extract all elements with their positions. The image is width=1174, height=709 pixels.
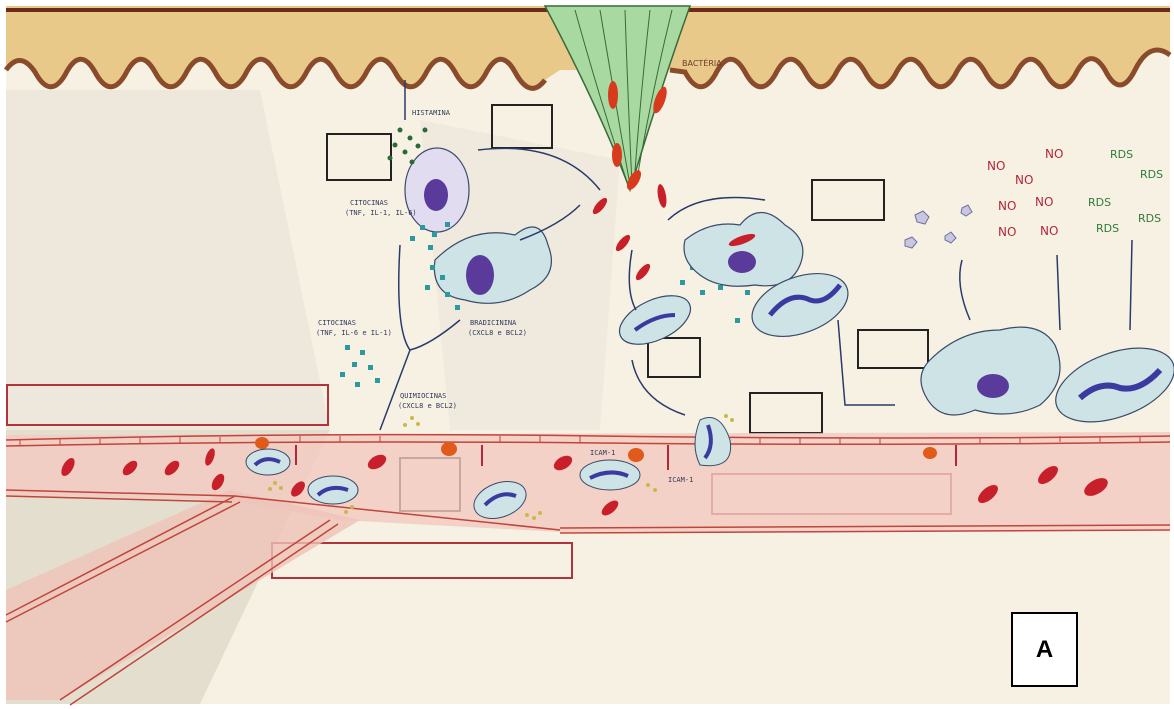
cytokines-upper-label-1: CITOCINAS [350, 199, 388, 207]
macrophage-right-nucleus [977, 374, 1009, 398]
rds-label-1: RDS [1110, 148, 1133, 161]
cytokines-lower-label-1: CITOCINAS [318, 319, 356, 327]
panel-letter: A [1036, 636, 1053, 664]
cytokines-lower-label-2: (TNF, IL-6 e IL-1) [316, 329, 392, 337]
bradykinin-label-2: (CXCL8 e BCL2) [468, 329, 527, 337]
vessel-leukocyte-4 [580, 460, 640, 490]
rbc-thorn-1 [608, 81, 618, 109]
no-label-5: NO [1035, 195, 1053, 209]
histamine-label: HISTAMINA [412, 109, 451, 117]
rds-label-4: RDS [1096, 222, 1119, 235]
icam-label-lower: ICAM-1 [668, 476, 693, 484]
cytokines-upper-label-2: (TNF, IL-1, IL-6) [345, 209, 417, 217]
rbc-thorn-3 [612, 143, 622, 167]
no-label-7: NO [1040, 224, 1058, 238]
chemokines-label-2: (CXCL8 e BCL2) [398, 402, 457, 410]
vessel-leukocyte-1 [246, 449, 290, 475]
bradykinin-label-1: BRADICININA [470, 319, 517, 327]
mast-cell-nucleus [424, 179, 448, 211]
no-label-1: NO [987, 159, 1005, 173]
rds-label-2: RDS [1140, 168, 1163, 181]
chemokines-label-1: QUIMIOCINAS [400, 392, 446, 400]
rds-label-3: RDS [1088, 196, 1111, 209]
macrophage-nucleus [466, 255, 494, 295]
no-label-2: NO [1045, 147, 1063, 161]
rds-label-5: RDS [1138, 212, 1161, 225]
bacteria-label: BACTÉRIA [682, 57, 722, 68]
icam-label-upper: ICAM-1 [590, 449, 615, 457]
no-label-6: NO [998, 225, 1016, 239]
macrophage-middle-nucleus [728, 251, 756, 273]
panel-letter-box: A [1011, 612, 1078, 687]
no-label-4: NO [998, 199, 1016, 213]
no-label-3: NO [1015, 173, 1033, 187]
